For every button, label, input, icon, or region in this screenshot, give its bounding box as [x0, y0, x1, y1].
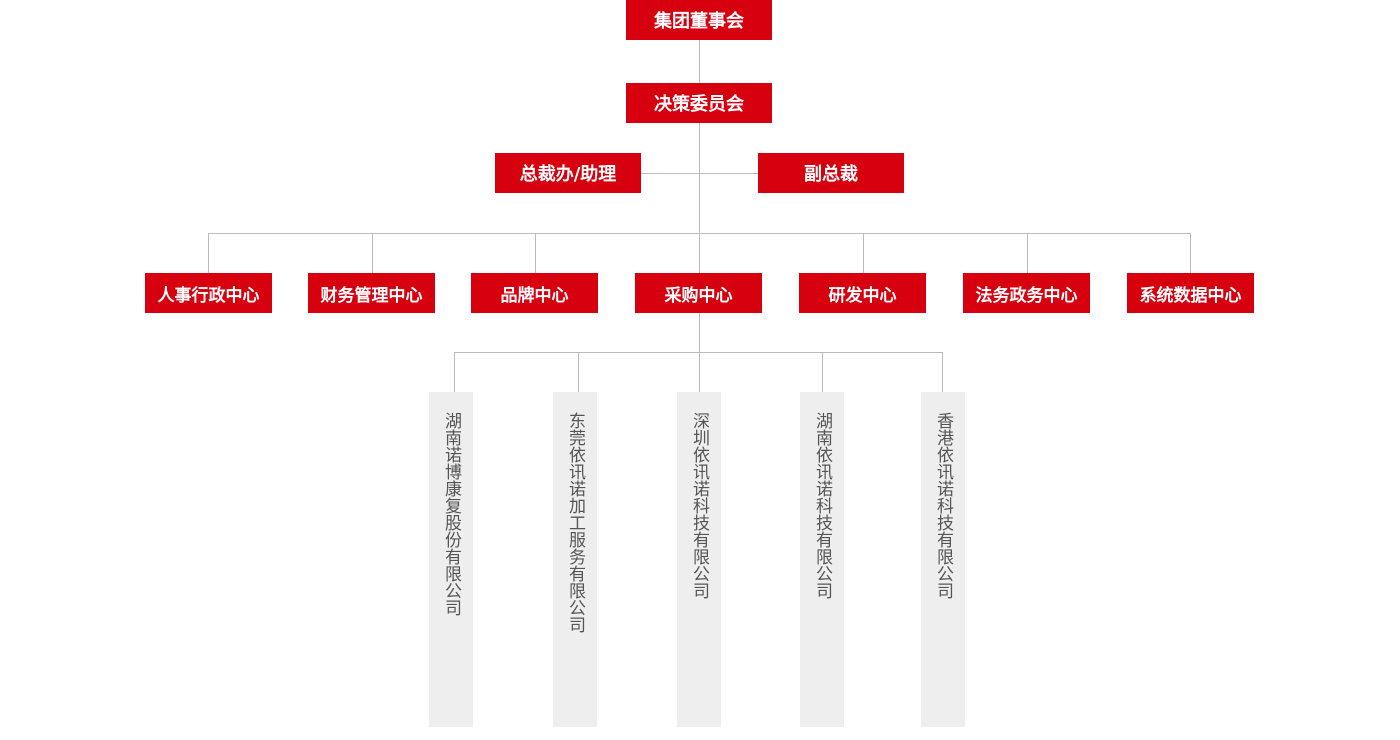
- center-hr-admin: 人事行政中心: [145, 273, 272, 313]
- subsidiary-hongkong: 香港依讯诺科技有限公司: [921, 392, 965, 727]
- subsidiary-label: 湖南依讯诺科技有限公司: [812, 412, 832, 599]
- subsidiary-label: 东莞依讯诺加工服务有限公司: [565, 412, 585, 633]
- subsidiary-dongguan: 东莞依讯诺加工服务有限公司: [553, 392, 597, 727]
- center-finance: 财务管理中心: [308, 273, 435, 313]
- subsidiary-label: 湖南诺博康复股份有限公司: [441, 412, 461, 616]
- subsidiary-label: 深圳依讯诺科技有限公司: [689, 412, 709, 599]
- center-legal: 法务政务中心: [963, 273, 1090, 313]
- president-office-box: 总裁办/助理: [495, 153, 641, 193]
- subsidiary-label: 香港依讯诺科技有限公司: [933, 412, 953, 599]
- center-procurement: 采购中心: [635, 273, 762, 313]
- center-brand: 品牌中心: [471, 273, 598, 313]
- subsidiary-hunan-nuobo: 湖南诺博康复股份有限公司: [429, 392, 473, 727]
- decision-committee-box: 决策委员会: [626, 83, 772, 123]
- center-system-data: 系统数据中心: [1127, 273, 1254, 313]
- center-rnd: 研发中心: [799, 273, 926, 313]
- subsidiary-shenzhen: 深圳依讯诺科技有限公司: [677, 392, 721, 727]
- subsidiary-hunan-yixunnuo: 湖南依讯诺科技有限公司: [800, 392, 844, 727]
- vice-president-box: 副总裁: [758, 153, 904, 193]
- board-of-directors-box: 集团董事会: [626, 0, 772, 40]
